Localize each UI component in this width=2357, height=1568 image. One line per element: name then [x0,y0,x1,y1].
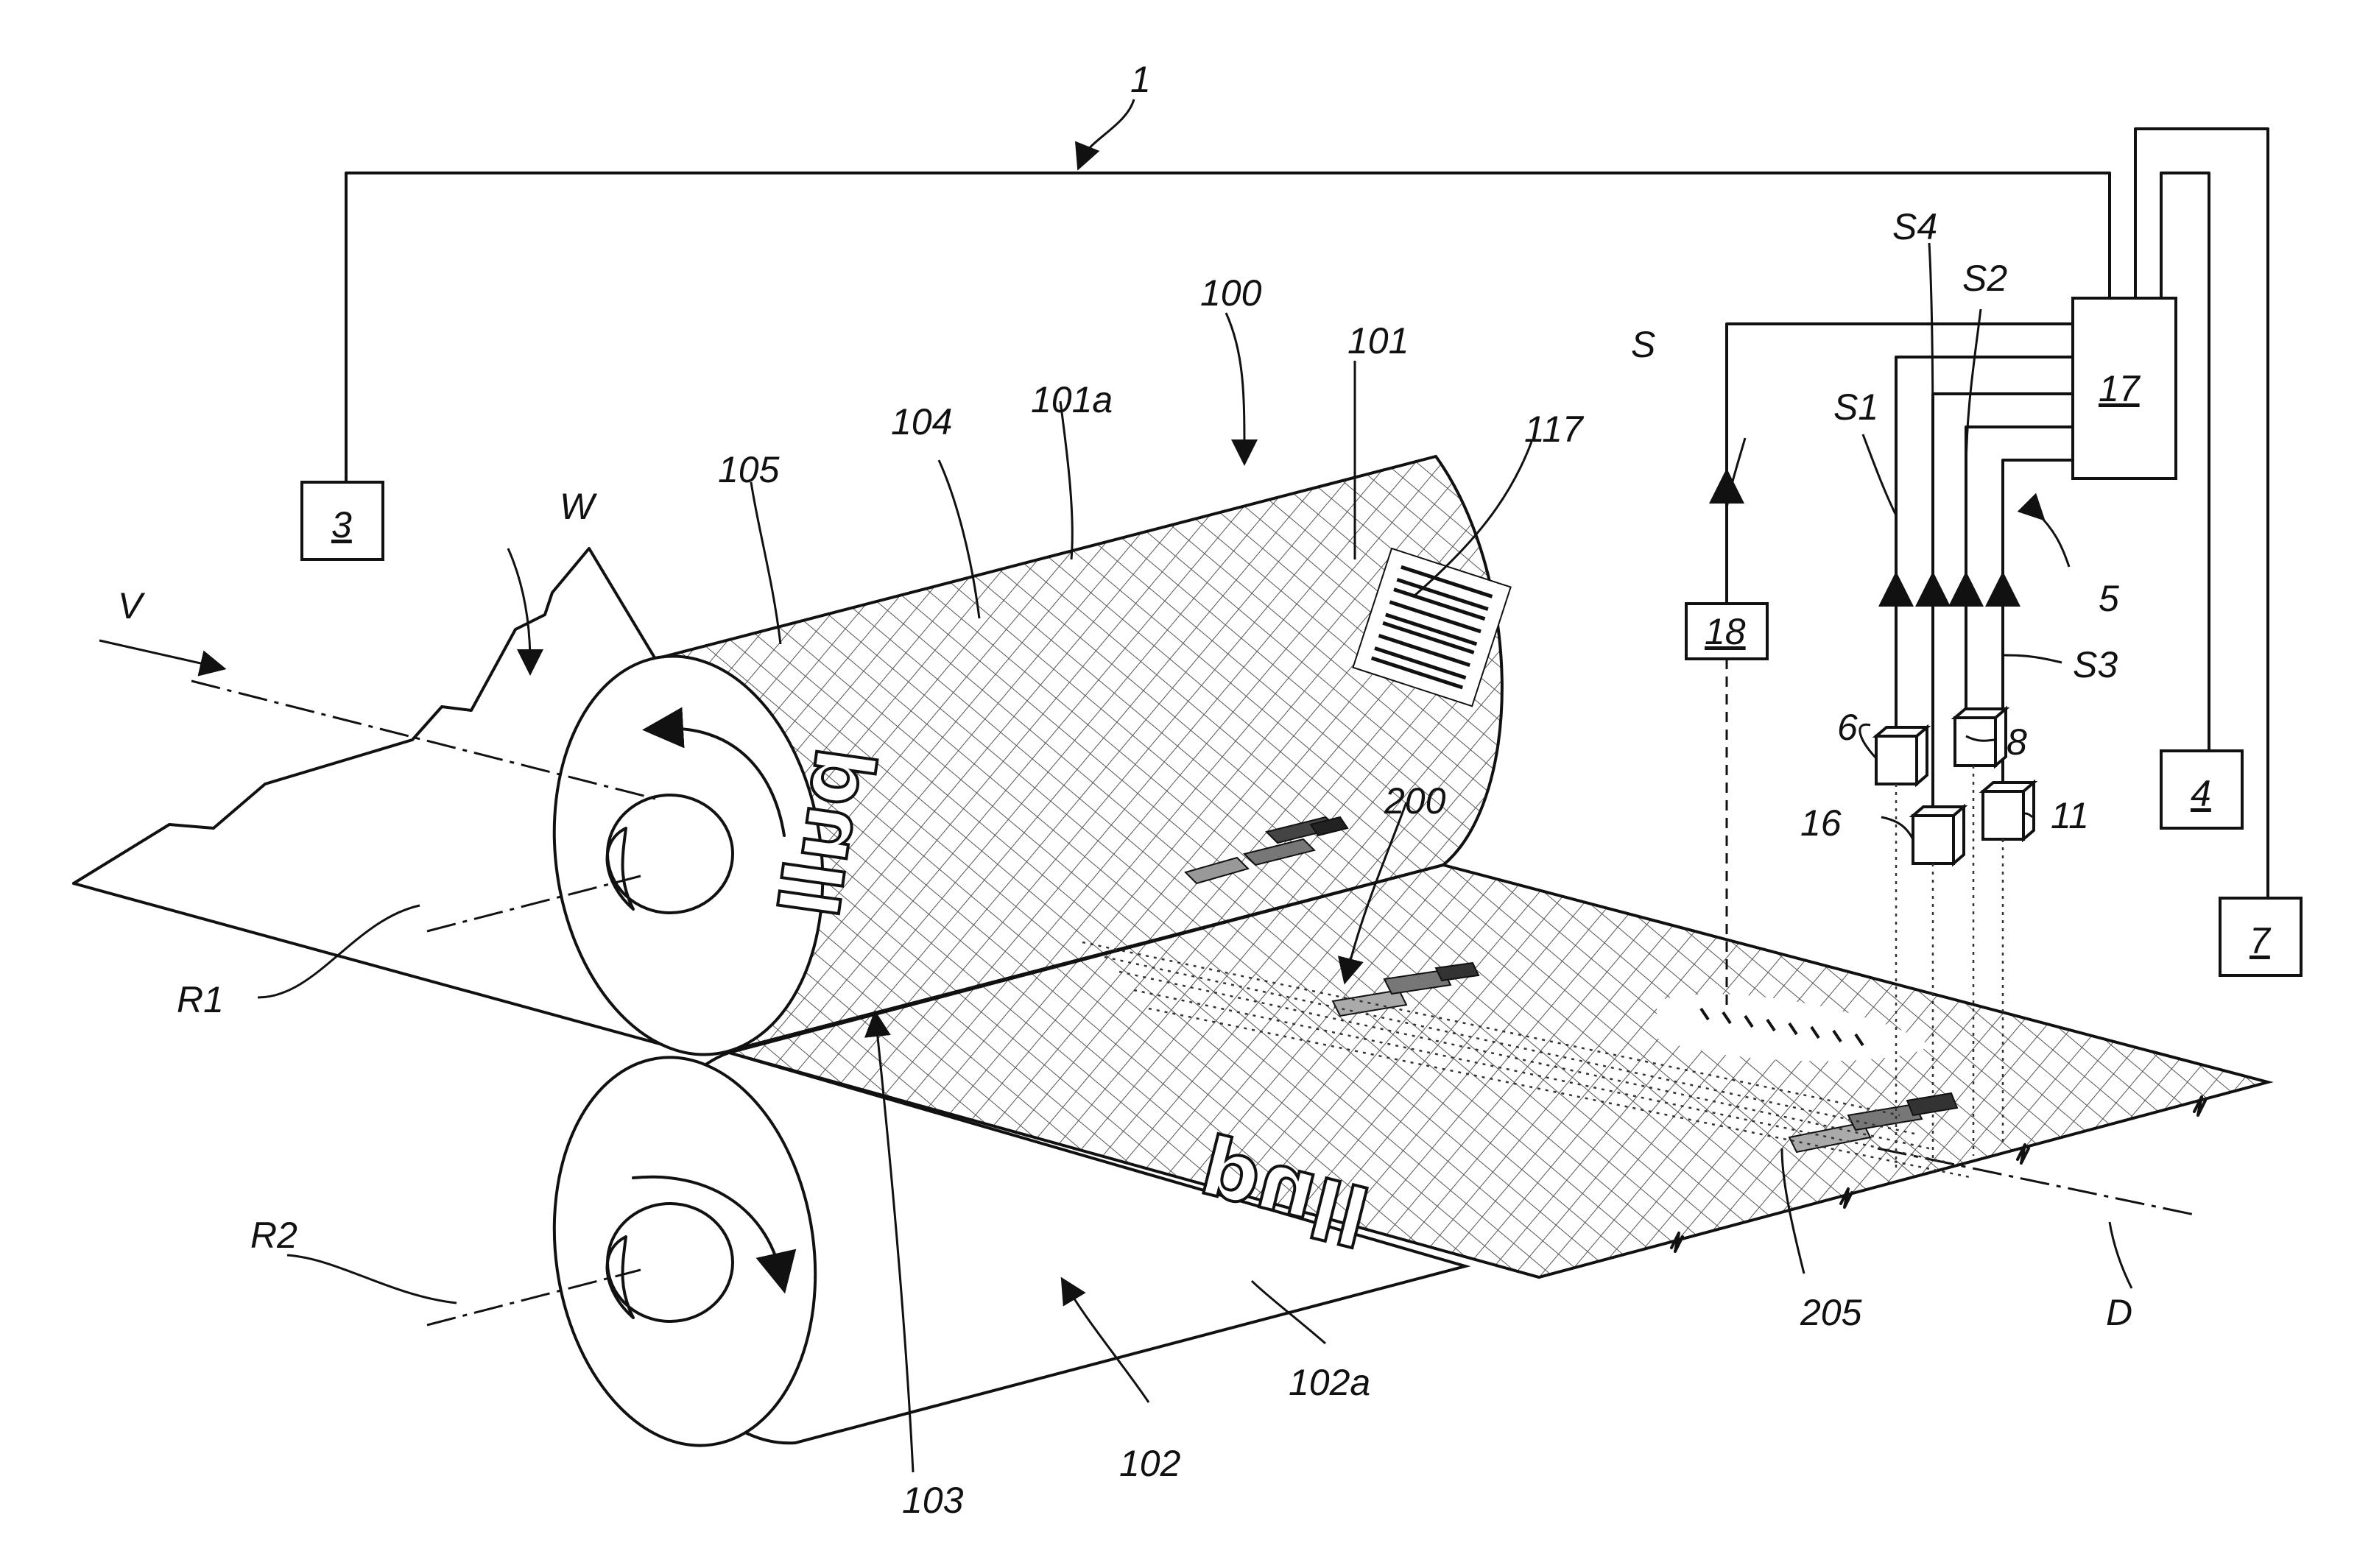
label-unit-7: 7 [2249,920,2272,961]
label-signal-s1: S1 [1833,386,1878,428]
label-roller-101a: 101a [1031,379,1113,420]
wire-unit3 [346,173,2110,482]
label-nip-103: 103 [902,1480,964,1521]
label-sensor-8: 8 [2007,721,2027,763]
label-roller-102: 102 [1119,1443,1181,1484]
wire-signal-s [1727,324,2073,604]
label-roller-102a: 102a [1289,1362,1370,1403]
label-print-205: 205 [1800,1292,1862,1333]
sensor-8 [1955,709,2006,766]
label-print-200: 200 [1384,780,1446,822]
label-signal-s3: S3 [2073,644,2118,685]
label-camera-18: 18 [1705,611,1746,652]
label-mark-101: 101 [1347,320,1409,361]
label-speed-v: V [118,585,146,626]
label-surface-105: 105 [718,449,780,490]
sensor-6 [1876,727,1927,784]
label-direction-d: D [2106,1292,2132,1333]
label-web-w: W [560,486,598,527]
label-signal-s4: S4 [1892,206,1937,247]
label-axis-r1: R1 [177,979,224,1020]
label-unit-4: 4 [2191,773,2211,814]
label-field-104: 104 [891,401,952,442]
label-code-117: 117 [1524,409,1585,450]
wire-signal-s1 [1896,357,2073,732]
label-unit-3: 3 [331,504,352,545]
wire-signal-s2 [1966,427,2073,718]
label-system-1: 1 [1130,59,1151,100]
label-sensor-6: 6 [1837,707,1858,748]
label-axis-r2: R2 [250,1215,297,1256]
sensor-16 [1913,807,1964,864]
label-sensor-11: 11 [2051,795,2089,836]
label-sensor-16: 16 [1800,802,1842,844]
label-group-5: 5 [2099,578,2119,619]
label-pattern-100: 100 [1200,272,1262,314]
label-signal-s2: S2 [1962,258,2007,299]
label-controller-17: 17 [2099,368,2141,409]
sensor-11 [1983,783,2034,839]
label-signal-s: S [1631,324,1655,365]
